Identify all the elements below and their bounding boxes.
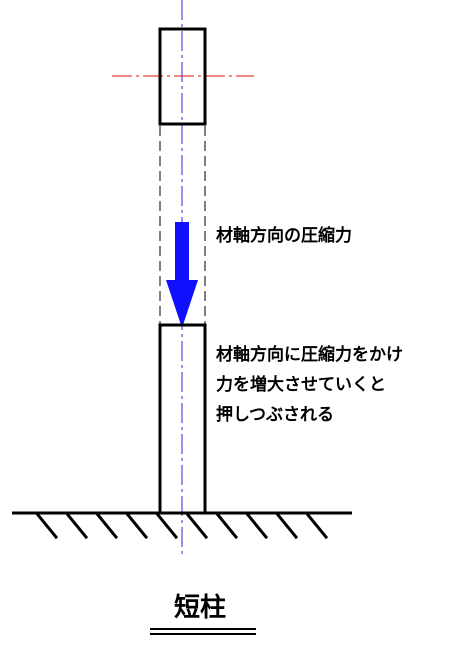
- hatch-line: [215, 512, 239, 540]
- column-section-top: [158, 27, 207, 126]
- description-line: 材軸方向に圧縮力をかけ: [216, 345, 403, 365]
- hatch-line: [35, 512, 59, 540]
- caption-short-column: 短柱: [173, 593, 226, 623]
- hatch-line: [305, 512, 329, 540]
- description-line: 押しつぶされる: [216, 405, 334, 425]
- description-line: 力を増大させていくと: [216, 375, 386, 395]
- hatch-line: [65, 512, 89, 540]
- axial-compression-label: 材軸方向の圧縮力: [216, 226, 352, 246]
- ground-hatching: [35, 512, 329, 540]
- compression-arrow-shaft: [175, 222, 189, 280]
- caption-block: 短柱: [138, 593, 262, 623]
- compression-arrow: [166, 222, 198, 328]
- hatch-line: [95, 512, 119, 540]
- hatch-line: [185, 512, 209, 540]
- compression-arrow-head: [166, 280, 198, 328]
- description-text: 材軸方向に圧縮力をかけ 力を増大させていくと 押しつぶされる: [216, 340, 456, 430]
- hatch-line: [155, 512, 179, 540]
- hatch-line: [275, 512, 299, 540]
- hatch-line: [245, 512, 269, 540]
- hatch-line: [125, 512, 149, 540]
